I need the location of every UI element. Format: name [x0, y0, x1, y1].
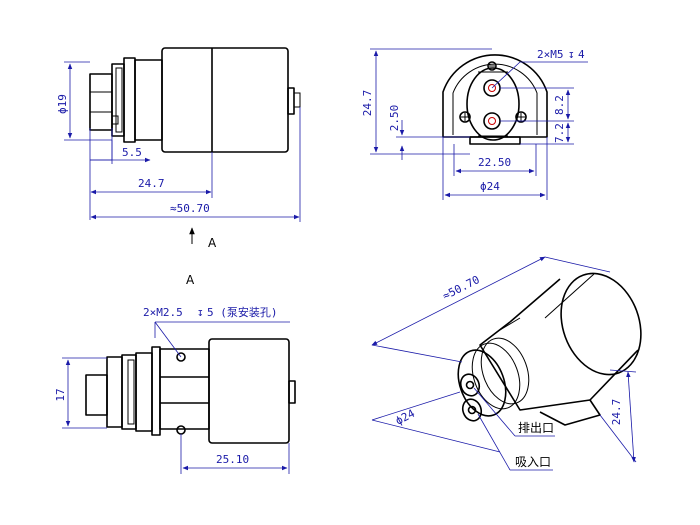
end-diameter: ϕ24: [480, 180, 500, 193]
thread-depth-symbol: ↧: [568, 48, 575, 61]
spacing-lower: 7.2: [553, 123, 566, 143]
iso-head: [457, 349, 507, 417]
front-view: ϕ19 5.5 24.7 ≈50.70 A A: [56, 47, 301, 287]
base-height: 2.50: [388, 105, 401, 132]
iso-motor-end: [560, 272, 642, 376]
screw-icon: [487, 61, 497, 71]
mount-plate: [159, 348, 210, 430]
motor-body: [161, 47, 289, 153]
thread-note: 2×M5: [537, 48, 564, 61]
dim-5-5: 5.5: [122, 146, 142, 159]
end-view: 2×M5 ↧ 4 24.7 2.50 8.2 7.2 22.50 ϕ24: [361, 48, 588, 200]
dim-24-7: 24.7: [138, 177, 165, 190]
end-height: 24.7: [361, 90, 374, 117]
base-foot: [469, 136, 521, 145]
iso-height: 24.7: [610, 399, 623, 426]
mount-depth: 5 (泵安装孔): [207, 305, 278, 319]
port-plate: [466, 67, 520, 141]
iso-view: ≈50.70 ϕ24 24.7 排出口 吸入口: [371, 256, 642, 471]
outlet-label: 排出口: [518, 421, 554, 435]
motor-end-cap: [287, 87, 295, 115]
iso-length: ≈50.70: [440, 273, 481, 303]
dim-dia19: ϕ19: [56, 94, 69, 114]
end-flange: [442, 54, 548, 138]
view-label: A: [186, 273, 195, 287]
end-width: 22.50: [478, 156, 511, 169]
iso-outlet-port: [459, 373, 481, 397]
mount-note: 2×M2.5: [143, 306, 183, 319]
bottom-view: 2×M2.5 ↧ 5 (泵安装孔) 17 25.10: [54, 305, 296, 474]
bottom-height: 17: [54, 388, 67, 401]
iso-inlet-port: [461, 398, 483, 422]
screw-icon: [515, 111, 527, 123]
dim-total-length: ≈50.70: [170, 202, 210, 215]
screw-icon: [459, 111, 471, 123]
mount-depth-symbol: ↧: [197, 306, 204, 319]
pump-ports: [89, 73, 113, 131]
bottom-length: 25.10: [216, 453, 249, 466]
pump-plate: [134, 59, 163, 141]
spacing-upper: 8.2: [553, 95, 566, 115]
thread-depth: 4: [578, 48, 585, 61]
mount-hole: [176, 352, 186, 362]
inlet-port: [483, 112, 501, 130]
inlet-label: 吸入口: [515, 455, 551, 469]
iso-diameter: ϕ24: [393, 407, 417, 428]
view-arrow-label: A: [208, 236, 217, 250]
mount-hole: [176, 425, 186, 435]
motor-body-bottom: [208, 338, 290, 444]
